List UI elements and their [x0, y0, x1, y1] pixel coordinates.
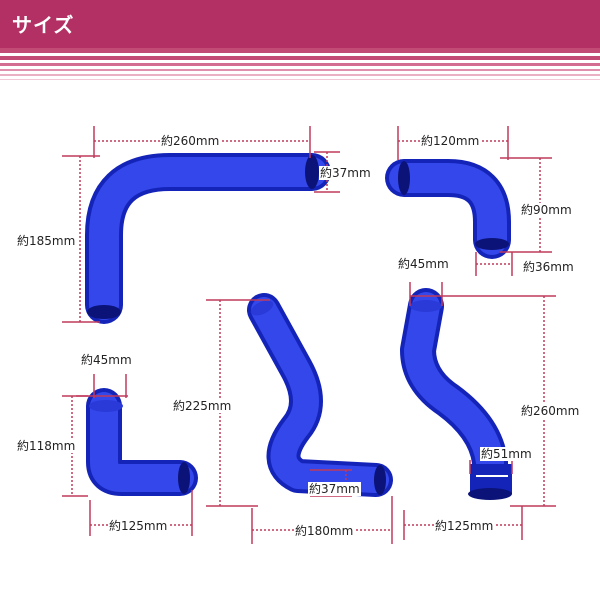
hose-3-width-label: 約125mm [108, 519, 169, 533]
hose-1-diameter-label: 約37mm [319, 166, 372, 180]
hose-2-width-label: 約120mm [420, 134, 481, 148]
hose-2-height-label: 約90mm [520, 203, 573, 217]
hose-4-width-label: 約180mm [294, 524, 355, 538]
hose-5-width-label: 約125mm [434, 519, 495, 533]
hose-5-height-label: 約260mm [520, 404, 581, 418]
section-header: サイズ [0, 0, 600, 48]
hose-3-height-label: 約118mm [16, 439, 77, 453]
hose-1 [62, 126, 340, 324]
header-stripes [0, 48, 600, 84]
hose-4 [206, 293, 393, 544]
hose-4-height-label: 約225mm [172, 399, 233, 413]
hose-1-width-label: 約260mm [160, 134, 221, 148]
hose-5-diameter-label: 約51mm [480, 447, 533, 461]
hose-3 [62, 374, 198, 536]
hose-5-top-label: 約45mm [397, 257, 450, 271]
hose-4-diameter-label: 約37mm [308, 482, 361, 496]
hose-1-height-label: 約185mm [16, 234, 77, 248]
hose-2-diameter-label: 約36mm [522, 260, 575, 274]
hose-diagram [62, 126, 556, 544]
hose-3-top-label: 約45mm [80, 353, 133, 367]
section-title: サイズ [12, 13, 75, 37]
hose-2 [385, 126, 552, 276]
